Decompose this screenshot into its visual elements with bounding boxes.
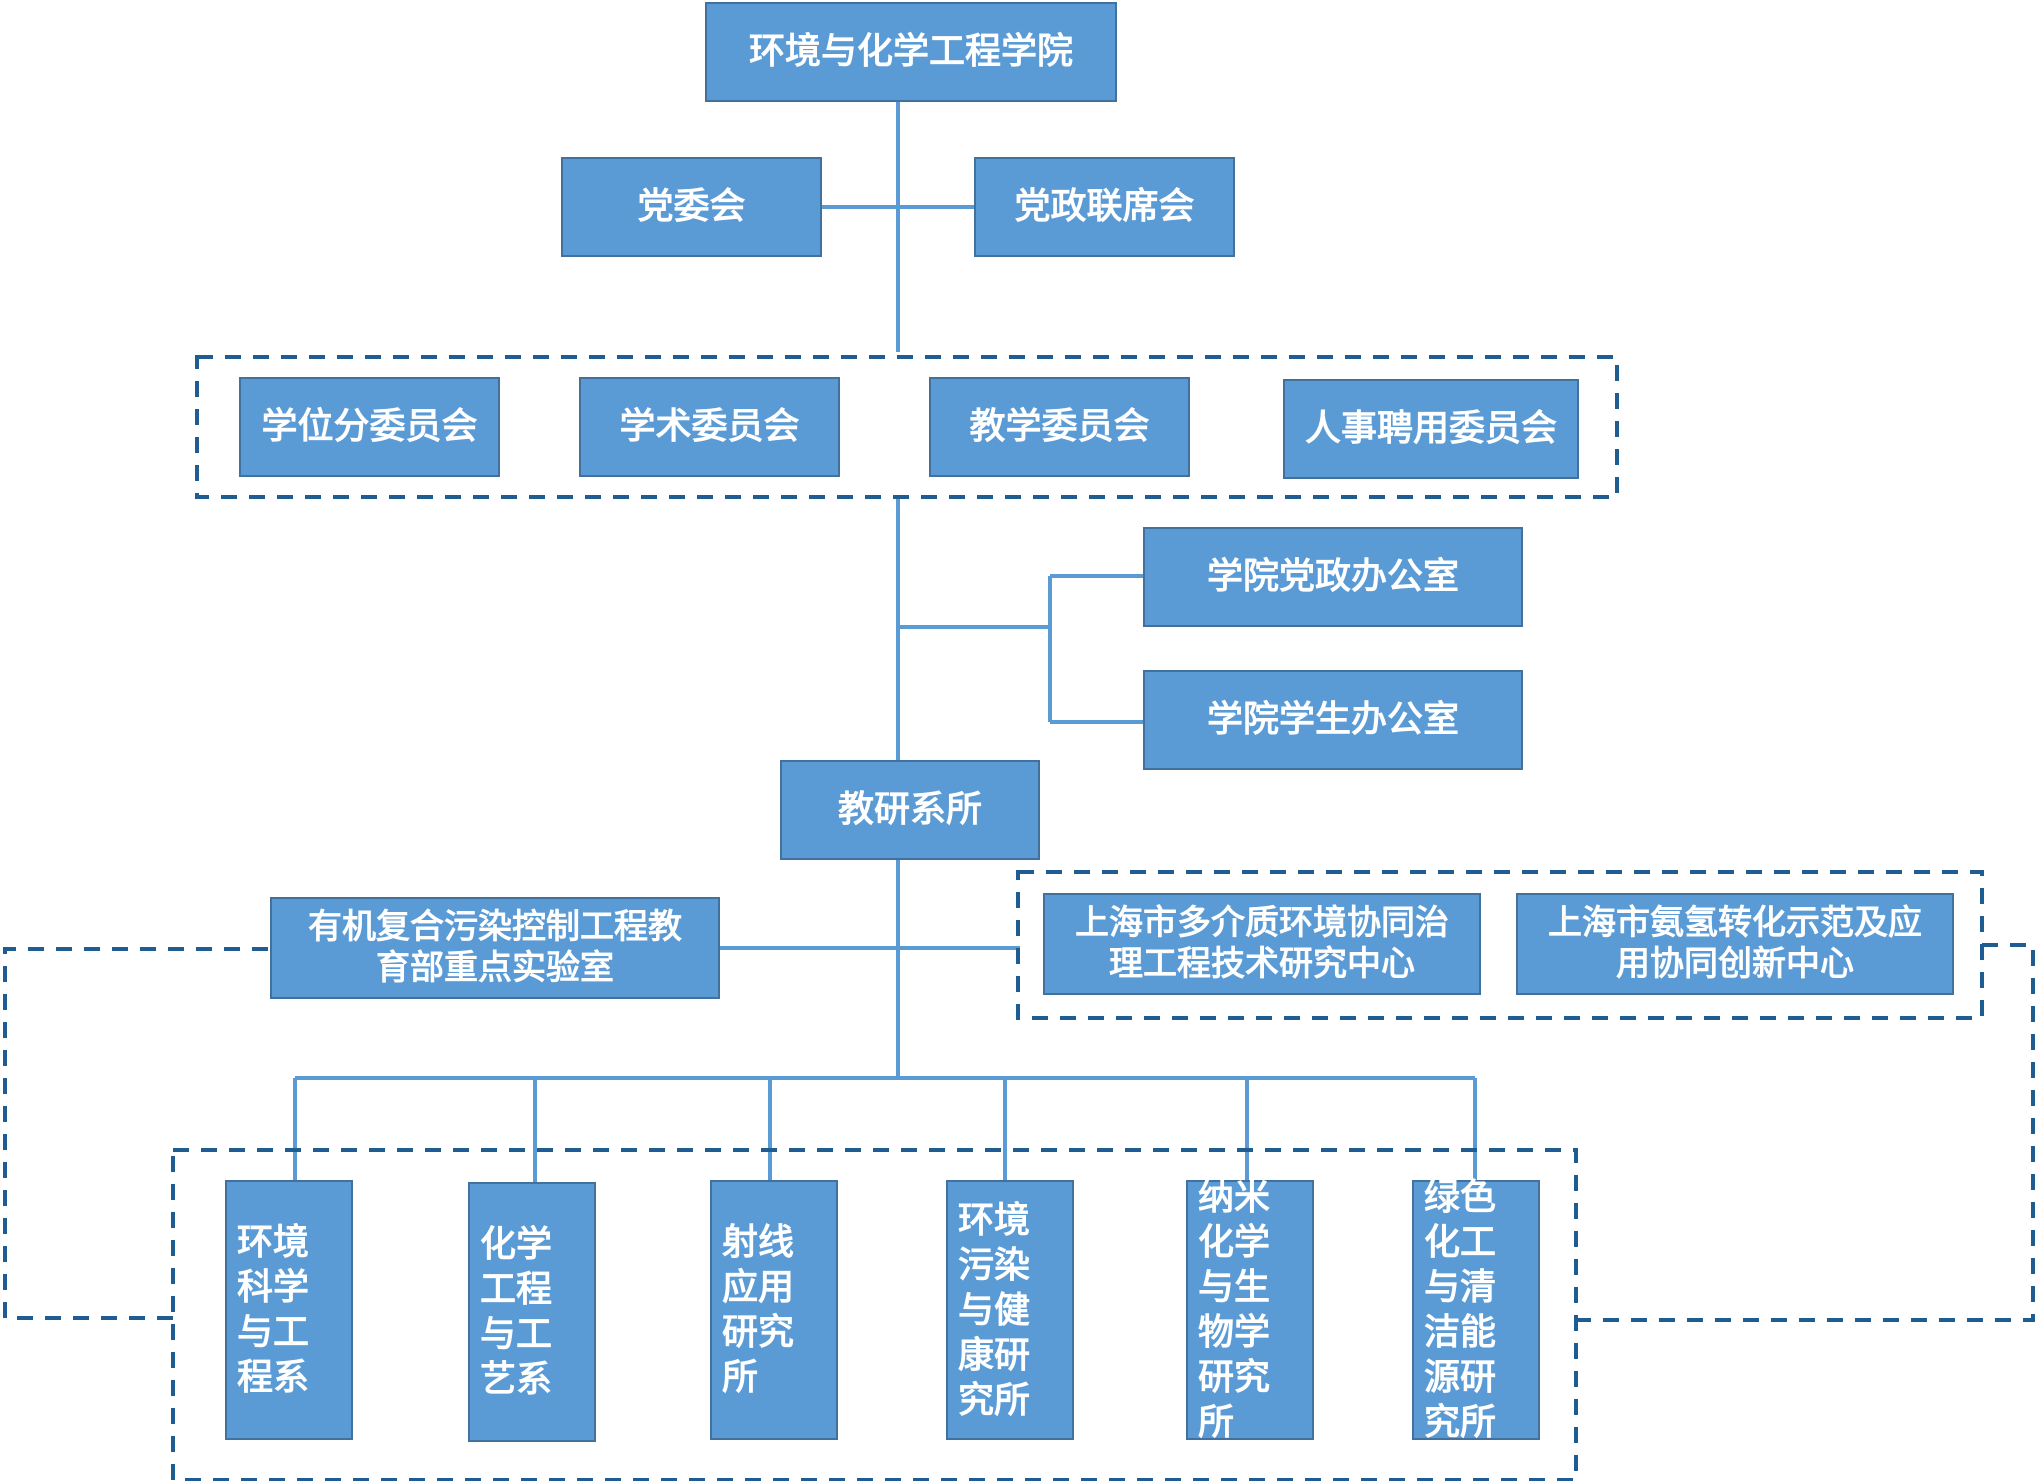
committee-label: 人事聘用委员会	[1304, 408, 1557, 450]
department-label: 化学工程与工艺系	[480, 1224, 553, 1400]
department-label: 环境科学与工程系	[237, 1222, 310, 1398]
department-node: 射线应用研究所	[710, 1180, 838, 1440]
committee-node: 人事聘用委员会	[1283, 379, 1579, 479]
party-committee-node: 党委会	[561, 157, 822, 257]
department-node: 环境污染与健康研究所	[946, 1180, 1074, 1440]
research-center-node: 上海市氨氢转化示范及应用协同创新中心	[1516, 893, 1954, 995]
department-node: 纳米化学与生物学研究所	[1186, 1177, 1314, 1443]
office-label: 学院党政办公室	[1206, 556, 1459, 598]
department-node: 环境科学与工程系	[225, 1180, 353, 1440]
research-center-node: 上海市多介质环境协同治理工程技术研究中心	[1043, 893, 1481, 995]
office-node: 学院学生办公室	[1143, 670, 1523, 770]
teaching-research-node: 教研系所	[780, 760, 1040, 860]
joint-meeting-node: 党政联席会	[974, 157, 1235, 257]
committee-label: 教学委员会	[969, 406, 1150, 448]
joint-meeting-label: 党政联席会	[1014, 186, 1195, 228]
research-center-label: 上海市氨氢转化示范及应用协同创新中心	[1548, 903, 1922, 984]
root-label: 环境与化学工程学院	[748, 31, 1073, 73]
key-lab-node: 有机复合污染控制工程教育部重点实验室	[270, 897, 720, 999]
department-node: 绿色化工与清洁能源研究所	[1412, 1177, 1540, 1443]
root-node: 环境与化学工程学院	[705, 2, 1117, 102]
committee-node: 学位分委员会	[239, 377, 500, 477]
department-label: 绿色化工与清洁能源研究所	[1424, 1177, 1497, 1443]
key-lab-label: 有机复合污染控制工程教育部重点实验室	[308, 907, 682, 988]
committee-node: 教学委员会	[929, 377, 1190, 477]
teaching-research-label: 教研系所	[837, 789, 982, 831]
research-center-label: 上海市多介质环境协同治理工程技术研究中心	[1075, 903, 1449, 984]
office-label: 学院学生办公室	[1206, 699, 1459, 741]
department-label: 射线应用研究所	[722, 1222, 795, 1398]
office-node: 学院党政办公室	[1143, 527, 1523, 627]
department-node: 化学工程与工艺系	[468, 1182, 596, 1442]
department-label: 环境污染与健康研究所	[958, 1199, 1031, 1421]
committee-label: 学术委员会	[619, 406, 800, 448]
committee-node: 学术委员会	[579, 377, 840, 477]
department-label: 纳米化学与生物学研究所	[1198, 1177, 1271, 1443]
committee-label: 学位分委员会	[261, 406, 478, 448]
party-committee-label: 党委会	[637, 186, 746, 228]
